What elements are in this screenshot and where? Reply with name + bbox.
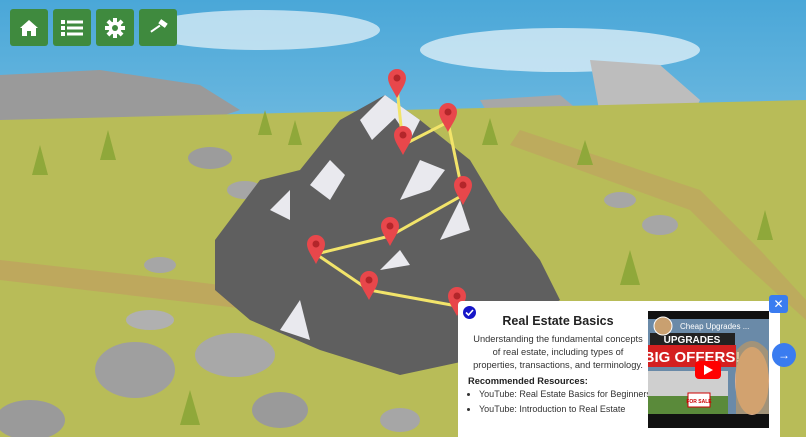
waypoint-pin-icon[interactable] — [448, 287, 466, 316]
home-button[interactable] — [10, 9, 48, 46]
thumb-text-main: BIG OFFERS! — [648, 349, 740, 366]
waypoint-pin-dot — [386, 222, 394, 230]
list-icon — [61, 19, 83, 36]
youtube-video-embed[interactable]: UPGRADES BIG OFFERS! FOR SALE Cheap Upgr… — [648, 311, 769, 428]
card-title: Real Estate Basics — [502, 314, 614, 328]
waypoint-pin-dot — [399, 131, 407, 139]
hammer-icon — [150, 18, 168, 33]
waypoint-pin-dot — [453, 292, 461, 300]
waypoint-pin-icon[interactable] — [439, 103, 457, 132]
waypoint-pin-dot — [312, 240, 320, 248]
close-button[interactable]: ✕ — [769, 295, 788, 313]
gear-icon — [105, 17, 125, 38]
thumb-text-top: UPGRADES — [664, 335, 721, 346]
resource-link[interactable]: YouTube: Introduction to Real Estate — [479, 404, 651, 415]
video-channel: Cheap Upgrades ... — [680, 322, 749, 331]
next-button[interactable]: → — [772, 343, 796, 367]
resources-heading: Recommended Resources: — [468, 376, 588, 386]
resource-link[interactable]: YouTube: Real Estate Basics for Beginner… — [479, 389, 651, 400]
build-button[interactable] — [139, 9, 177, 46]
home-icon — [20, 19, 38, 36]
sign-text: FOR SALE — [686, 399, 712, 405]
waypoint-pin-icon[interactable] — [388, 69, 406, 98]
waypoint-pin-icon[interactable] — [381, 217, 399, 246]
play-icon[interactable] — [695, 361, 721, 379]
waypoint-pin-dot — [444, 108, 452, 116]
waypoint-pin-dot — [393, 74, 401, 82]
resources-list: YouTube: Real Estate Basics for Beginner… — [468, 389, 651, 419]
list-button[interactable] — [53, 9, 91, 46]
lesson-info-card: Real Estate Basics Understanding the fun… — [458, 301, 780, 437]
toolbar — [10, 9, 177, 46]
waypoint-pin-icon[interactable] — [454, 176, 472, 205]
waypoint-pin-dot — [459, 181, 467, 189]
waypoint-pin-dot — [365, 276, 373, 284]
waypoint-pin-icon[interactable] — [394, 126, 412, 155]
waypoint-pin-icon[interactable] — [360, 271, 378, 300]
settings-button[interactable] — [96, 9, 134, 46]
card-description: Understanding the fundamental concepts o… — [473, 334, 643, 370]
completed-check-icon — [463, 306, 476, 319]
waypoint-pin-icon[interactable] — [307, 235, 325, 264]
